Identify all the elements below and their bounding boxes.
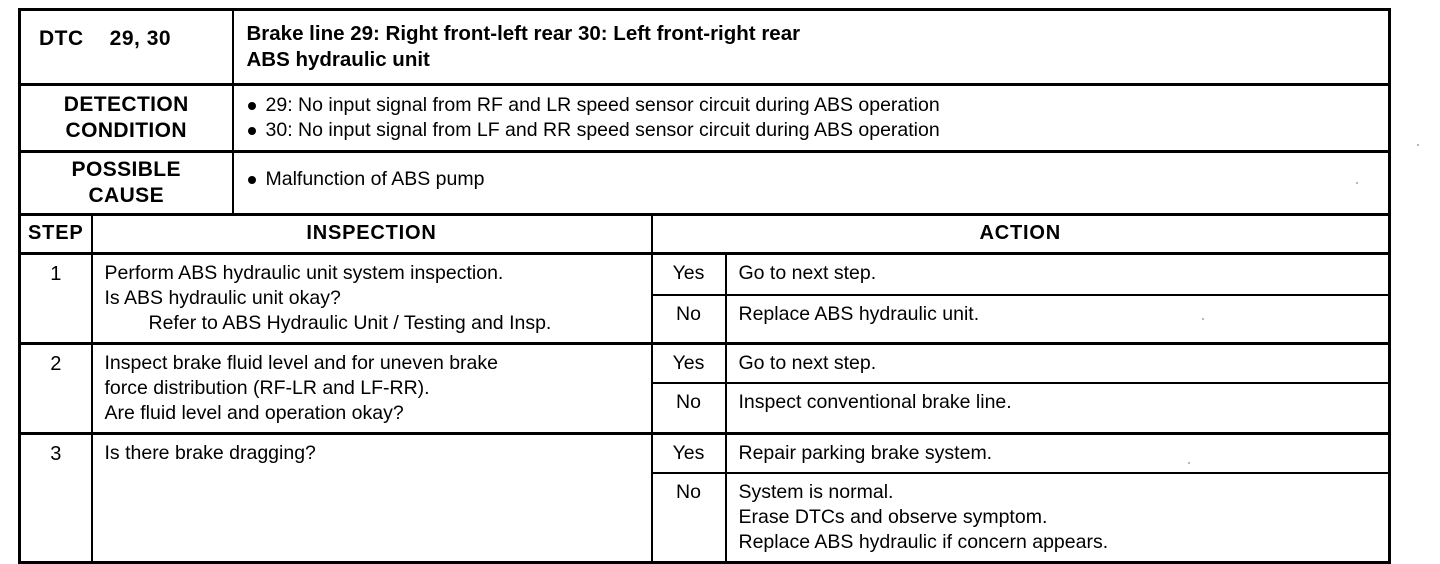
possible-cause-label-line-2: CAUSE [88,184,164,207]
dtc-code-cell: DTC 29, 30 [18,8,234,86]
action-text-2-no: Inspect conventional brake line. [738,391,1012,413]
table-row: No System is normal. Erase DTCs and obse… [20,472,1391,564]
inspection-cell-3: Is there brake dragging? [90,432,653,564]
column-header-step-cell: STEP [18,213,93,255]
dtc-title-cell: Brake line 29: Right front-left rear 30:… [231,8,1391,86]
step-number-2: 2 [50,353,62,375]
detection-condition-item-2: 30: No input signal from LF and RR speed… [265,119,940,141]
column-header-step: STEP [28,222,84,244]
table-row: 1 Perform ABS hydraulic unit system insp… [18,252,1391,345]
inspection-line: Is ABS hydraulic unit okay? [104,287,341,309]
answer-cell-3-yes: Yes [650,432,727,474]
detection-condition-list: 29: No input signal from RF and LR speed… [234,86,1389,150]
detection-condition-item-1: 29: No input signal from RF and LR speed… [265,94,940,116]
action-cell-3-yes: Repair parking brake system. [724,432,1391,474]
detection-label-line-2: CONDITION [65,119,187,142]
dtc-title-text: Brake line 29: Right front-left rear 30:… [234,11,1389,83]
action-text-2-yes: Go to next step. [738,352,877,374]
inspection-cell-2: Inspect brake fluid level and for uneven… [90,342,653,435]
table-row: 3 Is there brake dragging? Yes Repair pa… [18,432,1391,564]
detection-condition-label-cell: DETECTION CONDITION [18,83,234,153]
action-cell-2-no: Inspect conventional brake line. [724,382,1391,435]
action-text-1-yes: Go to next step. [738,262,877,284]
table-row: No Inspect conventional brake line. [20,382,1391,435]
answer-label-yes: Yes [672,262,705,284]
possible-cause-list: Malfunction of ABS pump [234,153,1389,199]
action-cell-1-no: Replace ABS hydraulic unit. [724,294,1391,345]
column-header-row: STEP INSPECTION ACTION [18,213,1391,255]
inspection-text-2: Inspect brake fluid level and for uneven… [93,345,651,432]
possible-cause-label-cell: POSSIBLE CAUSE [18,150,234,216]
dtc-label-text: DTC 29, 30 [21,11,232,67]
inspection-line: Perform ABS hydraulic unit system inspec… [104,262,504,284]
inspection-text-3: Is there brake dragging? [93,435,651,472]
answer-cell-2-no: No [650,382,727,435]
detection-label-line-1: DETECTION [63,93,189,116]
step-number-3: 3 [50,443,62,465]
step-number-cell-1: 1 [18,252,93,345]
answer-cell-1-yes: Yes [650,252,727,296]
inspection-line: Is there brake dragging? [104,442,316,464]
column-header-inspection-cell: INSPECTION [90,213,653,255]
scan-speckle [1356,182,1358,184]
column-header-inspection: INSPECTION [306,222,437,244]
answer-label-no: No [676,481,701,503]
answer-label-no: No [676,303,701,325]
action-text-1-no: Replace ABS hydraulic unit. [738,303,980,325]
action-cell-3-no: System is normal. Erase DTCs and observe… [724,472,1391,564]
list-item: 29: No input signal from RF and LR speed… [247,93,1381,118]
action-cell-2-yes: Go to next step. [724,342,1391,384]
column-header-action: ACTION [979,222,1061,244]
inspection-text-1: Perform ABS hydraulic unit system inspec… [93,255,651,342]
step-number-cell-3: 3 [18,432,93,564]
list-item: 30: No input signal from LF and RR speed… [247,118,1381,143]
answer-label-yes: Yes [672,352,705,374]
possible-cause-row: POSSIBLE CAUSE Malfunction of ABS pump [18,150,1391,216]
possible-cause-label-line-1: POSSIBLE [71,158,181,181]
dtc-title-line-2: ABS hydraulic unit [246,48,430,71]
inspection-reference-1: Refer to ABS Hydraulic Unit / Testing an… [148,312,552,334]
action-text-3-yes: Repair parking brake system. [738,442,993,464]
scan-speckle [1417,144,1419,146]
detection-condition-row: DETECTION CONDITION 29: No input signal … [18,83,1391,153]
step-number-1: 1 [50,263,62,285]
scan-speckle [1202,318,1204,320]
list-item: Malfunction of ABS pump [247,167,1381,192]
bullet-icon [247,127,256,135]
answer-cell-1-no: No [650,294,727,345]
inspection-line: Are fluid level and operation okay? [104,402,404,424]
table-row: No Replace ABS hydraulic unit. [20,294,1391,345]
answer-label-no: No [676,391,701,413]
dtc-label: DTC [39,27,84,50]
bullet-icon [247,176,256,184]
bullet-icon [247,102,256,110]
scan-speckle [1188,462,1190,464]
answer-cell-2-yes: Yes [650,342,727,384]
column-header-action-cell: ACTION [650,213,1391,255]
dtc-header-row: DTC 29, 30 Brake line 29: Right front-lef… [18,8,1391,86]
dtc-diagnostic-table: DTC 29, 30 Brake line 29: Right front-lef… [18,8,1391,564]
detection-condition-label: DETECTION CONDITION [21,86,232,150]
inspection-line: Inspect brake fluid level and for uneven… [104,352,499,374]
inspection-cell-1: Perform ABS hydraulic unit system inspec… [90,252,653,345]
detection-condition-items-cell: 29: No input signal from RF and LR speed… [231,83,1391,153]
possible-cause-label: POSSIBLE CAUSE [21,153,232,213]
action-line: Erase DTCs and observe symptom. [738,506,1048,528]
action-line: Replace ABS hydraulic if concern appears… [738,531,1109,553]
step-number-cell-2: 2 [18,342,93,435]
table-row: 2 Inspect brake fluid level and for unev… [18,342,1391,435]
possible-cause-items-cell: Malfunction of ABS pump [231,150,1391,216]
possible-cause-item-1: Malfunction of ABS pump [265,168,485,190]
action-text-3-no: System is normal. Erase DTCs and observe… [727,474,1389,561]
inspection-line: force distribution (RF-LR and LF-RR). [104,377,430,399]
action-cell-1-yes: Go to next step. [724,252,1391,296]
dtc-codes: 29, 30 [109,27,172,50]
dtc-title-line-1: Brake line 29: Right front-left rear 30:… [246,22,801,45]
answer-cell-3-no: No [650,472,727,564]
action-line: System is normal. [738,481,894,503]
answer-label-yes: Yes [672,442,705,464]
